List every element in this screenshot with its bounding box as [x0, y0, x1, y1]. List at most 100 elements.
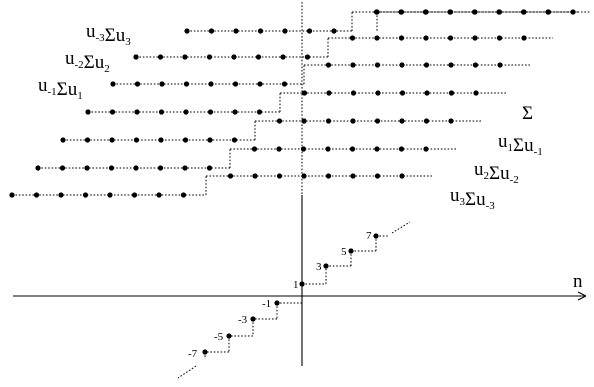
row-dot: [156, 192, 162, 198]
row-dot: [423, 118, 430, 124]
row-dot: [134, 109, 140, 115]
row-dot: [257, 28, 264, 34]
row-label-s1: 3: [460, 196, 466, 208]
row-dot: [398, 9, 405, 15]
labels: u-3Σu3u-2Σu2u-1Σu1Σu1Σu-1u2Σu-2u3Σu-3135…: [38, 21, 583, 360]
row-dot: [109, 109, 116, 115]
row-dot: [131, 192, 138, 198]
row-label-op: Σ: [57, 79, 68, 100]
row-dot: [206, 165, 213, 171]
row-dot: [182, 137, 189, 143]
row-dot: [183, 81, 190, 87]
row-dot: [545, 9, 552, 15]
row-dot: [231, 137, 238, 143]
row-label-s1: -2: [75, 59, 84, 71]
row-dot: [570, 9, 576, 15]
row-label: u3Σu-3: [450, 185, 495, 212]
row-dot: [349, 35, 356, 41]
axis-label-n: n: [573, 271, 583, 292]
row-dot: [84, 137, 91, 143]
stair-label: 1: [293, 279, 299, 291]
row-dot: [133, 54, 139, 60]
row-dot: [158, 137, 164, 143]
row-dot: [301, 118, 307, 124]
row-dot: [282, 28, 288, 34]
row-dot: [227, 173, 234, 179]
stair-label: 7: [366, 230, 372, 242]
row-dot: [447, 9, 454, 15]
stair-label: -1: [262, 298, 271, 310]
row-dot: [180, 192, 187, 198]
row-dot: [374, 146, 380, 152]
stair-label: 5: [341, 246, 347, 258]
row-label-l1: u: [86, 21, 96, 42]
row-dot: [473, 90, 479, 96]
row-dot: [374, 62, 381, 68]
row-dot: [59, 165, 66, 171]
row-dot: [399, 173, 405, 179]
row-dot: [232, 109, 238, 115]
stair-dot: [226, 333, 232, 339]
row-dot: [280, 54, 286, 60]
row-dot: [374, 9, 380, 15]
row-dot: [276, 146, 282, 152]
row-dot: [182, 165, 188, 171]
row-dot: [82, 192, 89, 198]
stair-label: 3: [316, 261, 322, 273]
row-dot: [184, 28, 190, 34]
stair-label: -5: [214, 331, 224, 343]
row-dot: [133, 137, 140, 143]
row-dot: [257, 81, 263, 87]
row-label-l2: u: [476, 189, 486, 210]
row-label-s1: -3: [96, 32, 106, 44]
stair-dot: [299, 281, 305, 287]
row-dot: [374, 173, 381, 179]
row-label-l1: u: [65, 48, 75, 69]
row-label: u1Σu-1: [498, 131, 543, 158]
row-dot: [231, 54, 237, 60]
row-dot: [207, 137, 213, 143]
row-dot: [157, 165, 164, 171]
row-dot: [306, 28, 313, 34]
stair-dot: [274, 300, 280, 306]
row-label-op: Σ: [84, 52, 95, 73]
row-label: u2Σu-2: [474, 159, 519, 186]
row-label-l2: u: [68, 79, 78, 100]
row-dot: [398, 35, 405, 41]
row-dot: [447, 35, 454, 41]
row-dot: [424, 90, 430, 96]
row-label-s2: -1: [534, 146, 543, 158]
row-label-op: Σ: [105, 25, 116, 46]
row-dot: [350, 62, 356, 68]
row-dot: [232, 81, 239, 87]
stair-dot: [348, 248, 354, 254]
row-dot: [399, 118, 405, 124]
row-dot: [208, 81, 214, 87]
row-dot: [58, 192, 64, 198]
row-dot: [276, 118, 283, 124]
row-dot: [472, 9, 478, 15]
row-dot: [472, 35, 478, 41]
row-dot: [423, 9, 429, 15]
row-label: u-2Σu2: [65, 48, 110, 75]
row-label-l1: u: [474, 159, 484, 180]
row-dot: [60, 137, 66, 143]
row-dot: [251, 146, 258, 152]
row-dot: [350, 173, 356, 179]
row-dot: [325, 118, 332, 124]
row-dot: [108, 165, 115, 171]
row-dot: [300, 146, 307, 152]
row-dot: [256, 109, 263, 115]
stair-label: -3: [238, 314, 248, 326]
row-dot: [496, 9, 503, 15]
row-dot: [423, 35, 429, 41]
row-dot: [159, 81, 165, 87]
row-dot: [521, 35, 527, 41]
row-dot: [399, 90, 406, 96]
row-dot: [350, 118, 356, 124]
row-label-s2: -3: [486, 200, 496, 212]
row-dot: [109, 137, 115, 143]
row-dot: [84, 165, 90, 171]
stair-tail: [391, 221, 411, 234]
